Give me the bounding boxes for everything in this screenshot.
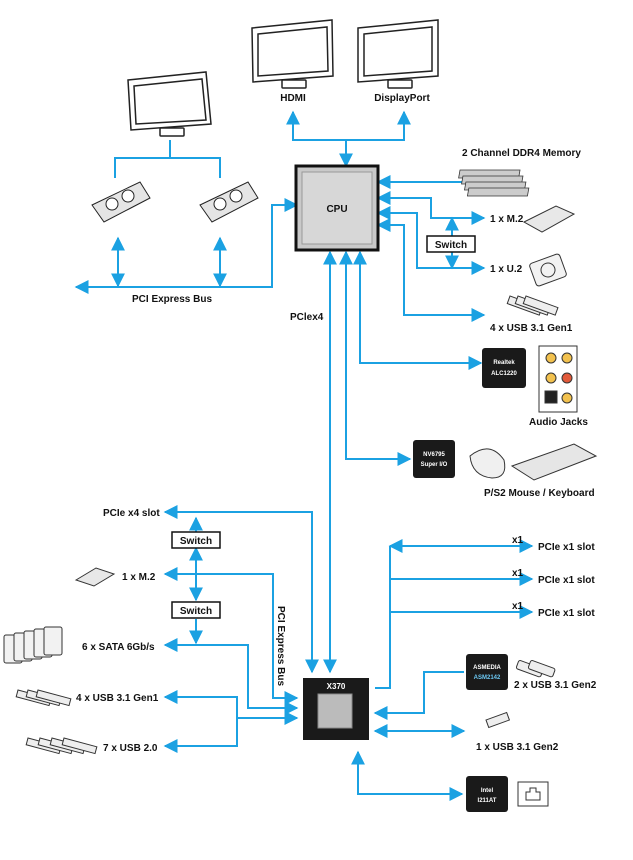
usb20-label: 7 x USB 2.0 [103,743,158,754]
audio-chip-line2: ALC1220 [491,371,517,377]
asm-chip-line1: ASMEDIA [473,665,501,671]
audio-chip-line1: Realtek [493,360,515,366]
m2-card-icon [522,205,576,233]
ps2-label: P/S2 Mouse / Keyboard [484,488,595,499]
u2-drive-icon [529,253,567,287]
displayport-label: DisplayPort [374,93,430,104]
usb31-chipset-label: 4 x USB 3.1 Gen1 [76,693,159,704]
usb20-link [163,718,238,753]
pcie-x4-label: PCIe x4 slot [103,508,160,519]
lan-chip-line2: I211AT [478,798,497,804]
asm-chip [466,654,508,690]
superio-link [339,250,412,466]
hdmi-link [286,110,411,141]
usb31-cpu-label: 4 x USB 3.1 Gen1 [490,323,573,334]
lan-chip-line1: Intel [481,788,494,794]
chipset-switch-box-bottom [171,601,221,619]
chipset-switch-label-bottom: Switch [180,606,212,617]
superio-chip-line2: Super I/O [421,462,448,468]
audio-jacks-icon [538,345,578,413]
mouse-icon [469,448,506,479]
audio-jacks-label: Audio Jacks [529,417,588,428]
lan-link [351,750,464,801]
usb-c-icon [515,660,556,678]
asm-chip-line2: ASM2142 [474,675,501,681]
pcie-x1-label-3: PCIe x1 slot [538,608,595,619]
chipset-pcie-bus-label: PCI Express Bus [275,606,286,686]
memory-label: 2 Channel DDR4 Memory [462,148,581,159]
cpu-chip [294,164,380,252]
chipset-chip [303,678,369,740]
monitor-gpu-link [114,140,221,178]
m2-card-left-icon [74,567,116,587]
cpu-label: CPU [326,204,347,215]
x1-label-1: x1 [512,535,524,546]
u2-label: 1 x U.2 [490,264,523,275]
chipset-label: X370 [327,682,346,691]
sata-drives-icon [3,626,63,664]
memory-icon [458,169,530,197]
cpu-switch-label: Switch [435,240,467,251]
pciex4-label: PClex4 [290,312,324,323]
audio-chip [482,348,526,388]
asm-link [373,671,464,720]
usb31-gen2-2-label: 2 x USB 3.1 Gen2 [514,680,597,691]
x1-label-2: x1 [512,568,524,579]
ethernet-port-icon [517,781,549,807]
superio-chip-line1: NV6795 [423,452,445,458]
usb-sticks-left-icon [15,689,72,707]
usb-sticks-left2-icon [25,737,98,755]
pcie-bus-line [74,198,299,294]
keyboard-icon [510,443,598,481]
pcie-x4-link [163,505,319,674]
cpu-switch-box [426,235,476,253]
x1-label-3: x1 [512,601,524,612]
usb-gen2-icon [485,711,511,729]
lan-chip [466,776,508,812]
chipset-switch-box-top [171,531,221,549]
usb31-gen2-1-label: 1 x USB 3.1 Gen2 [476,742,559,753]
usb-sticks-icon [506,295,559,316]
sata-label: 6 x SATA 6Gb/s [82,642,155,653]
m2-chipset-label: 1 x M.2 [122,572,156,583]
hdmi-label: HDMI [280,93,306,104]
pcie-x1-label-1: PCIe x1 slot [538,542,595,553]
pcie-x1-label-2: PCIe x1 slot [538,575,595,586]
chipset-switch-label-top: Switch [180,536,212,547]
m2-cpu-label: 1 x M.2 [490,214,524,225]
superio-chip [413,440,455,478]
pcie-x1-links [375,546,532,689]
pcie-bus-label: PCI Express Bus [132,294,212,305]
gpu-icon [91,181,259,223]
monitor-icon [127,19,439,137]
sata-link [163,638,299,715]
m2-link [376,191,486,225]
